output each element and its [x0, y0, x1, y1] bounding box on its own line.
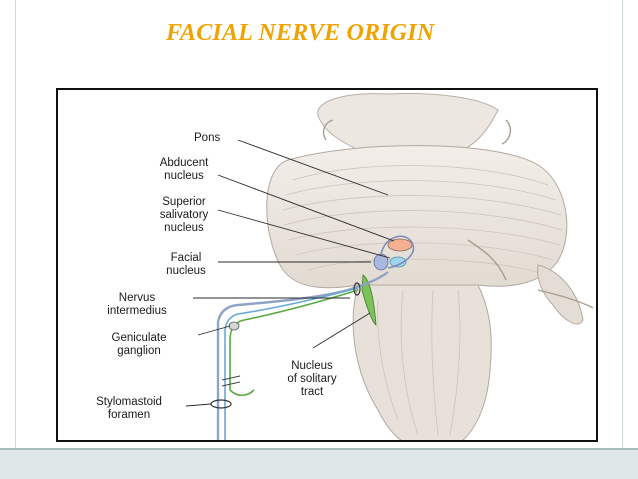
- label-stylomastoid-2: foramen: [72, 409, 186, 422]
- label-nervus-intermedius: Nervus intermedius: [82, 292, 192, 318]
- label-nervus-2: intermedius: [82, 305, 192, 318]
- slide-title: FACIAL NERVE ORIGIN: [166, 20, 434, 47]
- midbrain-shape: [318, 94, 498, 150]
- footer-band: [0, 448, 638, 479]
- label-nervus-1: Nervus: [82, 292, 192, 305]
- label-abducent-1: Abducent: [148, 157, 220, 170]
- label-facial-nucleus: Facial nucleus: [154, 252, 218, 278]
- label-facial-1: Facial: [154, 252, 218, 265]
- footer-band-line: [0, 448, 638, 450]
- label-solitary-2: of solitary: [272, 373, 352, 386]
- label-abducent-2: nucleus: [148, 170, 220, 183]
- label-geniculate-2: ganglion: [82, 345, 196, 358]
- label-solitary-tract: Nucleus of solitary tract: [272, 360, 352, 399]
- label-stylomastoid-foramen: Stylomastoid foramen: [72, 396, 186, 422]
- right-peduncle-shape: [538, 265, 583, 324]
- figure-frame: Pons Abducent nucleus Superior salivator…: [56, 88, 598, 442]
- label-pons-text: Pons: [194, 132, 220, 144]
- abducent-nucleus: [388, 239, 412, 251]
- label-geniculate-1: Geniculate: [82, 332, 196, 345]
- label-solitary-1: Nucleus: [272, 360, 352, 373]
- label-pons: Pons: [194, 132, 220, 145]
- chorda-branch: [230, 390, 254, 395]
- label-superior-3: nucleus: [148, 222, 220, 235]
- left-border-rule: [15, 0, 16, 448]
- label-geniculate-ganglion: Geniculate ganglion: [82, 332, 196, 358]
- geniculate-ganglion-marker: [229, 322, 239, 330]
- label-abducent: Abducent nucleus: [148, 157, 220, 183]
- label-superior-1: Superior: [148, 196, 220, 209]
- label-superior-salivatory: Superior salivatory nucleus: [148, 196, 220, 235]
- stylomastoid-ring: [211, 400, 231, 408]
- label-stylomastoid-1: Stylomastoid: [72, 396, 186, 409]
- label-facial-2: nucleus: [154, 265, 218, 278]
- right-border-rule: [622, 0, 623, 448]
- label-superior-2: salivatory: [148, 209, 220, 222]
- label-solitary-3: tract: [272, 386, 352, 399]
